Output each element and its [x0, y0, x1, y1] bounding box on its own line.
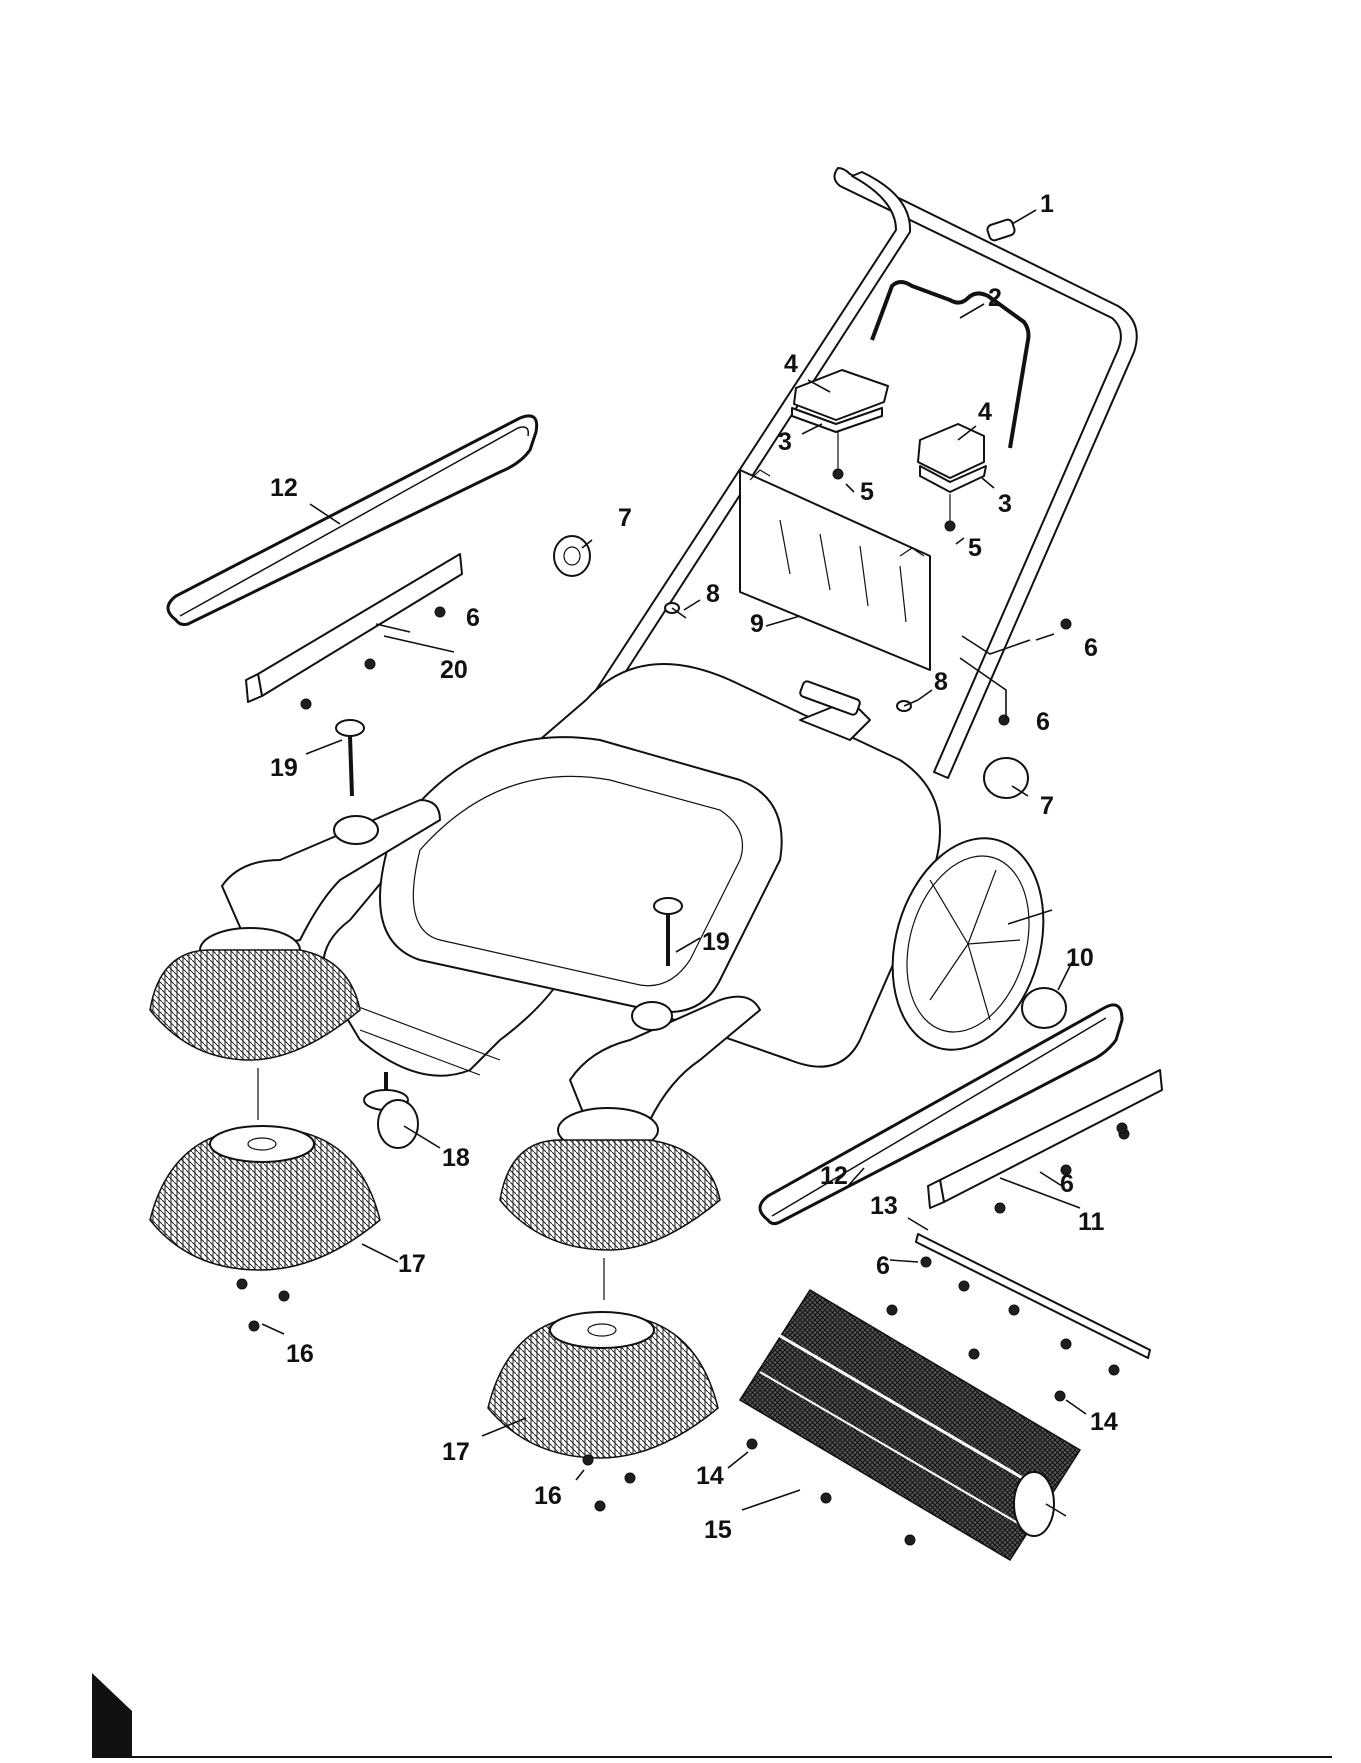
knob-19-top [336, 720, 364, 796]
callout-14: 14 [696, 1462, 724, 1490]
callout-6: 6 [1036, 708, 1050, 736]
page-corner-tab [92, 1673, 132, 1758]
caster-wheel-18 [364, 1072, 418, 1148]
dust-flap-9 [740, 470, 930, 670]
side-brush-left-mounted [150, 950, 360, 1060]
callout-17: 17 [442, 1438, 470, 1466]
callout-7: 7 [1040, 792, 1054, 820]
callout-8: 8 [934, 668, 948, 696]
callout-12: 12 [820, 1162, 848, 1190]
callout-6: 6 [876, 1252, 890, 1280]
callout-8: 8 [706, 580, 720, 608]
handle-grip-1 [986, 218, 1016, 241]
callout-11: 11 [1078, 1208, 1105, 1236]
callout-1: 1 [1040, 190, 1054, 218]
callout-18: 18 [442, 1144, 470, 1172]
side-brush-right-mounted [500, 1140, 720, 1250]
roller-brush-15 [740, 1290, 1080, 1560]
right-brush-arm [558, 997, 760, 1152]
callout-4: 4 [784, 350, 798, 378]
hubcap-7-left [554, 536, 590, 576]
bail-wire-2 [872, 282, 1029, 448]
callout-16: 16 [534, 1482, 562, 1510]
hubcap-10 [1022, 988, 1066, 1028]
bolt-8-right [897, 700, 918, 711]
callout-20: 20 [440, 656, 468, 684]
pad-4-right [918, 424, 986, 531]
callout-9: 9 [750, 610, 764, 638]
callout-6: 6 [466, 604, 480, 632]
callout-14: 14 [1090, 1408, 1118, 1436]
callout-2: 2 [988, 284, 1002, 312]
callout-6: 6 [1060, 1170, 1074, 1198]
side-brush-17-left [150, 1068, 380, 1270]
callout-10: 10 [1066, 944, 1094, 972]
strip-13 [916, 1234, 1150, 1358]
callout-13: 13 [870, 1192, 898, 1220]
side-brush-17-right [488, 1258, 718, 1458]
callout-15: 15 [704, 1516, 732, 1544]
callout-12: 12 [270, 474, 298, 502]
callout-3: 3 [998, 490, 1012, 518]
callout-16: 16 [286, 1340, 314, 1368]
drive-belt-12-left [168, 416, 537, 625]
bracket-20 [246, 554, 462, 709]
bracket-11 [928, 1070, 1162, 1213]
page-bottom-rule [92, 1756, 1332, 1758]
callout-5: 5 [860, 478, 874, 506]
callout-6: 6 [1084, 634, 1098, 662]
callout-7: 7 [618, 504, 632, 532]
callout-5: 5 [968, 534, 982, 562]
bolt-8-left [665, 603, 686, 618]
pad-4-left [792, 370, 888, 479]
callout-19: 19 [270, 754, 298, 782]
callout-19: 19 [702, 928, 730, 956]
callout-17: 17 [398, 1250, 426, 1278]
callout-3: 3 [778, 428, 792, 456]
callout-4: 4 [978, 398, 992, 426]
